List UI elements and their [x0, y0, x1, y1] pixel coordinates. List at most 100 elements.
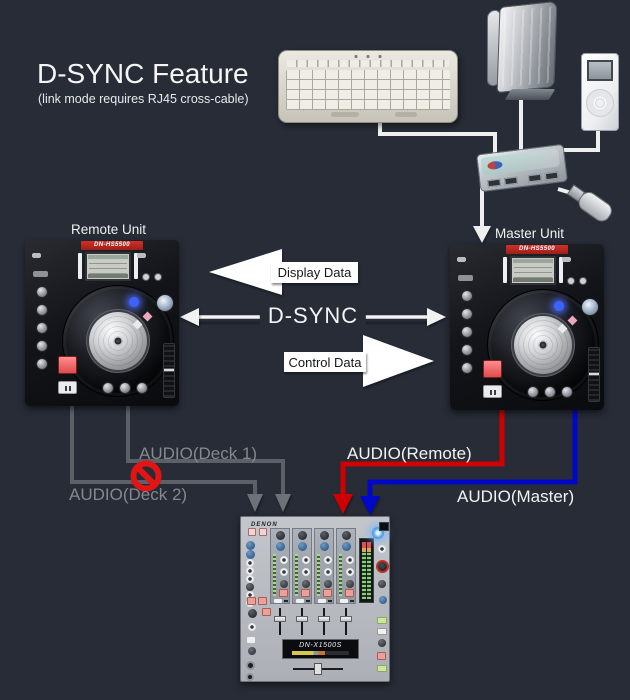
effect-knob-row — [527, 386, 573, 398]
master-unit-label: Master Unit — [495, 226, 565, 241]
input-select-button — [259, 528, 267, 536]
blue-arrowhead — [360, 496, 380, 515]
power-button — [379, 522, 389, 531]
usb-port — [544, 171, 559, 181]
right-arrowhead — [427, 308, 446, 326]
track-select-knob — [581, 298, 599, 316]
green-button — [377, 665, 387, 672]
keyboard-cable — [378, 116, 497, 164]
crossfader — [293, 663, 343, 675]
channel-fader — [296, 608, 308, 635]
channel-level-meter — [295, 554, 298, 596]
master-level-knob — [376, 560, 389, 573]
display-data-arrowhead — [209, 249, 282, 295]
pitch-fader — [588, 347, 600, 402]
deck-side-lamp — [78, 253, 82, 279]
mixer-model: DN-X1500S — [299, 642, 342, 649]
audio-deck2-cable — [70, 398, 257, 496]
small-round-button — [154, 273, 162, 281]
mixer-channel-strip — [292, 528, 312, 604]
channel-cue-button — [301, 589, 310, 597]
audio-remote-label: AUDIO(Remote) — [347, 444, 472, 463]
deck-knob-column — [461, 290, 475, 380]
usb-port — [504, 176, 518, 186]
back-button — [33, 271, 48, 277]
master-unit-deck: DN-HS5500 — [450, 244, 604, 410]
deck-display — [510, 256, 556, 285]
channel-fader — [318, 608, 330, 635]
channel-level-meter — [339, 554, 342, 596]
deck-side-lamp — [134, 253, 138, 279]
deck-model-badge: DN-HS5500 — [506, 245, 568, 254]
usb-keyboard — [278, 50, 458, 123]
dj-mixer: DENON — [240, 516, 390, 682]
deck-display — [85, 252, 131, 281]
control-data-label: Control Data — [284, 352, 366, 372]
jog-wheel — [487, 289, 599, 401]
channel-cue-button — [279, 589, 288, 597]
mix-knob — [379, 596, 387, 604]
down-arrowhead — [473, 226, 491, 243]
page-subtitle: (link mode requires RJ45 cross-cable) — [38, 92, 249, 106]
pitch-fader — [163, 343, 175, 398]
display-data-label: Display Data — [271, 262, 358, 283]
mic-switch — [247, 637, 255, 643]
mic-knob — [248, 647, 256, 655]
headphone-knob — [378, 580, 386, 588]
keyboard-spacebar — [331, 112, 359, 117]
channel-fader — [274, 608, 286, 635]
control-data-arrowhead — [363, 335, 434, 387]
keyboard-bottom-key — [395, 112, 417, 117]
player-screen — [587, 60, 613, 81]
deck1-arrowhead — [275, 494, 291, 512]
channel-level-meter — [273, 554, 276, 596]
cue-button — [483, 360, 502, 378]
keyboard-function-row — [287, 60, 449, 67]
deck-model-badge: DN-HS5500 — [81, 241, 143, 250]
mixer-display: DN-X1500S — [282, 639, 359, 659]
audio-remote-cable — [333, 402, 505, 514]
deck2-arrowhead — [247, 494, 263, 512]
audio-deck-cables — [70, 398, 285, 496]
audio-deck2-label: AUDIO(Deck 2) — [69, 485, 188, 504]
fader-start-button — [377, 617, 387, 624]
channel-level-meter — [317, 554, 320, 596]
pink-button — [377, 652, 386, 660]
remote-unit-deck: DN-HS5500 — [25, 240, 179, 406]
audio-deck1-label: AUDIO(Deck 1) — [139, 444, 258, 463]
usb-port — [487, 178, 501, 188]
blue-led-button — [554, 301, 564, 311]
drive-stand — [504, 89, 556, 100]
audio-master-label: AUDIO(Master) — [457, 487, 575, 506]
audio-deck1-cable — [126, 398, 285, 496]
red-arrowhead — [333, 494, 353, 514]
channel-cue-button — [345, 589, 354, 597]
mic-jack — [246, 661, 255, 670]
jog-wheel — [62, 285, 174, 397]
prohibited-icon — [130, 460, 162, 492]
mixer-channel-strip — [336, 528, 356, 604]
cue-select-button — [258, 597, 267, 605]
left-arrowhead — [180, 308, 199, 326]
player-click-wheel — [586, 89, 614, 117]
effect-knob-row — [102, 382, 148, 394]
keyboard-keys — [286, 70, 450, 110]
deck-side-lamp — [503, 257, 507, 283]
mixer-channel-strip — [314, 528, 334, 604]
play-pause-button — [58, 381, 77, 394]
ipod-cable — [556, 122, 600, 152]
cue-button — [58, 356, 77, 374]
small-round-button — [567, 277, 575, 285]
keyboard-led-indicators — [353, 55, 383, 58]
curve-knob — [378, 639, 386, 647]
cue-select-button — [247, 597, 256, 605]
booth-knob — [378, 545, 386, 553]
external-hard-drive — [478, 0, 562, 102]
mic-on-button — [262, 608, 271, 616]
portable-media-player — [581, 53, 619, 131]
display-track-line — [292, 651, 349, 655]
remote-unit-label: Remote Unit — [71, 222, 147, 237]
mic-tone-knob — [248, 623, 256, 631]
